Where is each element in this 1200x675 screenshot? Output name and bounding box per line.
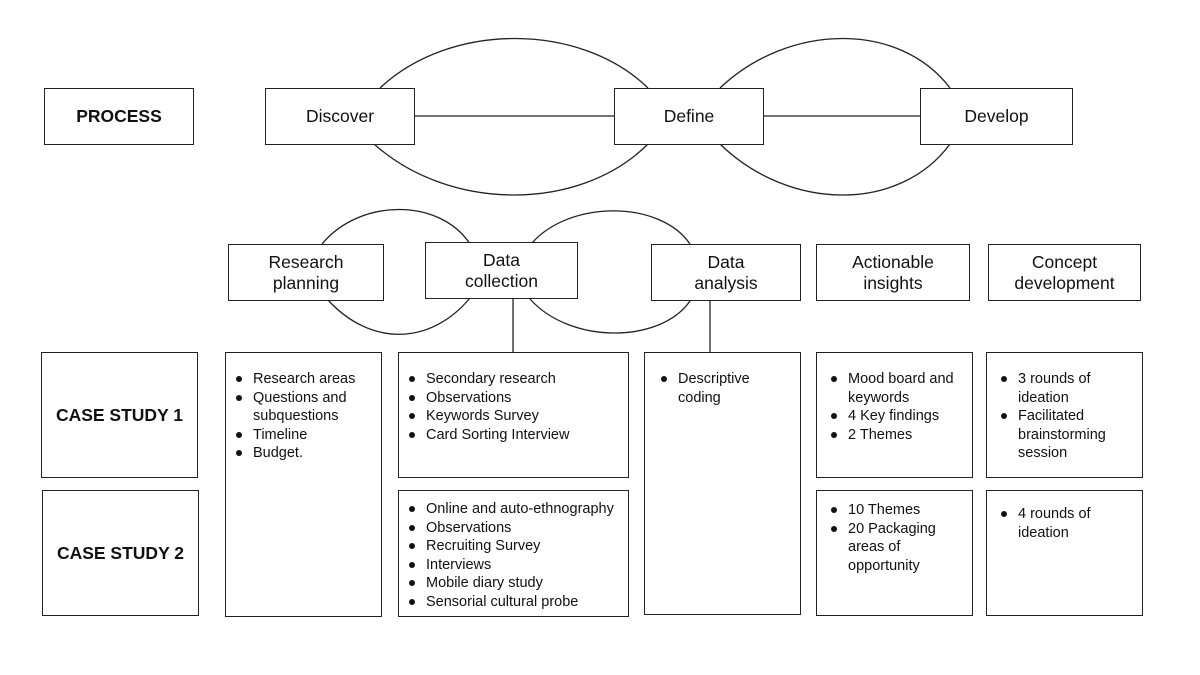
case-study-1-label: CASE STUDY 1 bbox=[41, 352, 198, 478]
list-item: Keywords Survey bbox=[407, 407, 622, 426]
list-item: Interviews bbox=[407, 556, 622, 575]
list-item: 3 rounds of ideation bbox=[999, 370, 1136, 407]
list-data-analysis: Descriptive coding bbox=[659, 370, 794, 407]
list-concept-development-cs2: 4 rounds of ideation bbox=[999, 505, 1136, 542]
step-data-analysis: Data analysis bbox=[651, 244, 801, 301]
list-item: Budget. bbox=[234, 444, 375, 463]
list-item: 20 Packaging areas of opportunity bbox=[829, 520, 966, 576]
arc-planning-collection-bottom bbox=[327, 297, 471, 335]
list-item: Timeline bbox=[234, 426, 375, 445]
case-study-2-label: CASE STUDY 2 bbox=[42, 490, 199, 616]
list-item: Sensorial cultural probe bbox=[407, 593, 622, 612]
list-item: Research areas bbox=[234, 370, 375, 389]
cell-concept-development-cs2: 4 rounds of ideation bbox=[986, 490, 1143, 616]
list-item: Mood board and keywords bbox=[829, 370, 966, 407]
list-item: Card Sorting Interview bbox=[407, 426, 622, 445]
arc-discover-define-bottom bbox=[373, 143, 649, 196]
arc-collection-analysis-top bbox=[531, 210, 691, 245]
list-item: Facilitated brainstorming session bbox=[999, 407, 1136, 463]
cell-data-analysis: Descriptive coding bbox=[644, 352, 801, 615]
list-item: Questions and subquestions bbox=[234, 389, 375, 426]
list-item: Recruiting Survey bbox=[407, 537, 622, 556]
arc-planning-collection-top bbox=[321, 208, 471, 245]
list-item: 10 Themes bbox=[829, 501, 966, 520]
list-item: 2 Themes bbox=[829, 426, 966, 445]
stage-define: Define bbox=[614, 88, 764, 145]
list-item: Descriptive coding bbox=[659, 370, 794, 407]
arc-define-develop-bottom bbox=[719, 143, 951, 196]
stage-discover: Discover bbox=[265, 88, 415, 145]
list-item: Online and auto-ethnography bbox=[407, 500, 622, 519]
stage-develop: Develop bbox=[920, 88, 1073, 145]
step-research-planning: Research planning bbox=[228, 244, 384, 301]
list-item: Secondary research bbox=[407, 370, 622, 389]
arc-define-develop-top bbox=[719, 37, 951, 89]
process-label: PROCESS bbox=[44, 88, 194, 145]
list-item: Observations bbox=[407, 389, 622, 408]
list-item: 4 rounds of ideation bbox=[999, 505, 1136, 542]
arc-collection-analysis-bottom bbox=[529, 298, 691, 334]
list-item: 4 Key findings bbox=[829, 407, 966, 426]
step-data-collection: Data collection bbox=[425, 242, 578, 299]
list-item: Mobile diary study bbox=[407, 574, 622, 593]
step-actionable-insights: Actionable insights bbox=[816, 244, 970, 301]
arc-discover-define-top bbox=[379, 37, 649, 89]
step-concept-development: Concept development bbox=[988, 244, 1141, 301]
list-item: Observations bbox=[407, 519, 622, 538]
